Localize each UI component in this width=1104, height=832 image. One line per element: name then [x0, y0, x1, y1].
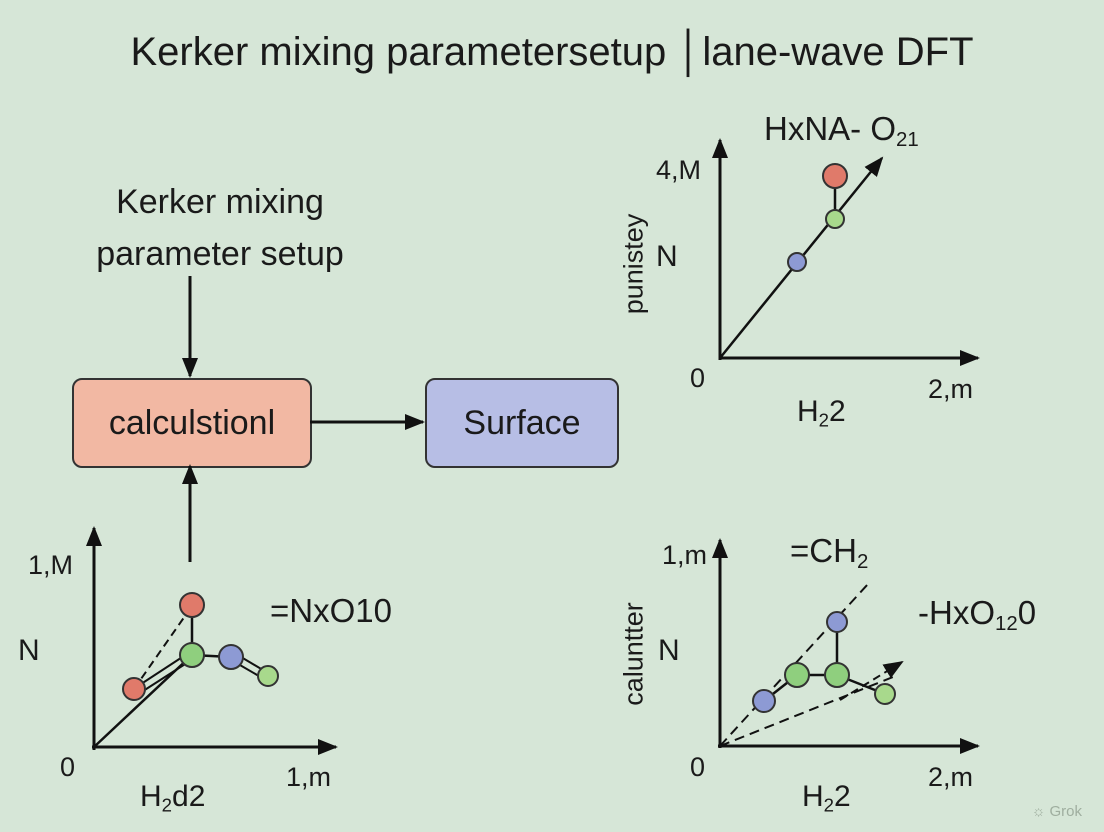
- plot-br-x-max: 2,m: [928, 762, 974, 792]
- plot-tr-formula-sub: 21: [896, 128, 919, 152]
- plot-br-x-label-sub: 2: [823, 794, 835, 816]
- plot-tr-y-letter: N: [656, 240, 678, 273]
- blue-node: [752, 689, 776, 713]
- plot-top-right: [712, 138, 980, 366]
- plot-tr-x-label: H22: [797, 395, 846, 432]
- green-node: [825, 209, 845, 229]
- surface-box: Surface: [425, 378, 619, 468]
- plot-tr-x-max: 2,m: [928, 374, 974, 404]
- plot-tr-x-label-sub: 2: [818, 409, 830, 431]
- plot-br-y-letter: N: [658, 634, 680, 667]
- plot-tr-y-max: 4,M: [656, 155, 702, 185]
- plot-br-origin: 0: [690, 752, 706, 782]
- plot-br-formula-top: =CH2: [790, 532, 868, 574]
- plot-tr-y-label: punistey: [618, 213, 649, 315]
- plot-bottom-right: [712, 538, 980, 754]
- blue-node: [787, 252, 807, 272]
- plot-bl-x-label-sub: 2: [161, 794, 173, 816]
- green-node: [179, 642, 205, 668]
- calculation-box-label: calculstionl: [108, 403, 276, 442]
- flow-input-label: Kerker mixing parameter setup: [40, 176, 400, 280]
- plot-br-formula-right-main: -HxO: [918, 594, 995, 631]
- plot-tr-x-label-b: 2: [829, 395, 846, 428]
- plot-tr-x-label-a: H: [797, 395, 819, 428]
- plot-br-formula-top-main: =CH: [790, 532, 857, 569]
- plot-br-x-label: H22: [802, 780, 851, 817]
- watermark: ☼ Grok: [1031, 803, 1082, 820]
- dashed-line-lower: [719, 674, 899, 747]
- red-node: [822, 163, 848, 189]
- plot-bottom-left: [86, 526, 338, 755]
- plot-bl-y-letter: N: [18, 634, 40, 667]
- plot-br-formula-right-sub: 12: [995, 612, 1018, 636]
- plot-bl-x-max: 1,m: [286, 762, 332, 792]
- green-node: [257, 665, 279, 687]
- flow-input-label-line2: parameter setup: [96, 235, 344, 273]
- green-node: [874, 683, 896, 705]
- plot-bl-origin: 0: [60, 752, 76, 782]
- blue-node: [826, 611, 848, 633]
- surface-box-label: Surface: [463, 403, 581, 442]
- plot-br-x-label-a: H: [802, 780, 824, 813]
- plot-tr-formula-main: HxNA- O: [764, 110, 896, 147]
- flow-input-label-line1: Kerker mixing: [116, 183, 324, 221]
- page-title: Kerker mixing parametersetup │lane-wave …: [130, 30, 974, 74]
- plot-tr-origin: 0: [690, 363, 706, 393]
- plot-br-formula-right: -HxO120: [918, 594, 1036, 636]
- plot-br-formula-right-tail: 0: [1017, 594, 1037, 631]
- watermark-text: Grok: [1049, 803, 1082, 820]
- red-node: [179, 592, 205, 618]
- plot-bl-y-max: 1,M: [28, 550, 74, 580]
- plot-bl-x-label-b: d2: [172, 780, 206, 813]
- plot-br-y-label: caluntter: [618, 602, 649, 706]
- green-node: [824, 662, 850, 688]
- red-node: [122, 677, 146, 701]
- plot-bl-x-label-a: H: [140, 780, 162, 813]
- dashed-line-upper: [719, 583, 869, 747]
- plot-br-formula-top-sub: 2: [856, 550, 869, 574]
- plot-bl-formula: =NxO10: [270, 592, 392, 629]
- plot-br-x-label-b: 2: [834, 780, 851, 813]
- blue-node: [218, 644, 244, 670]
- green-node: [784, 662, 810, 688]
- plot-tr-formula: HxNA- O21: [764, 110, 919, 152]
- dashed-bond: [133, 605, 193, 690]
- plot-bl-x-label: H2d2: [140, 780, 205, 817]
- plot-br-y-max: 1,m: [662, 540, 708, 570]
